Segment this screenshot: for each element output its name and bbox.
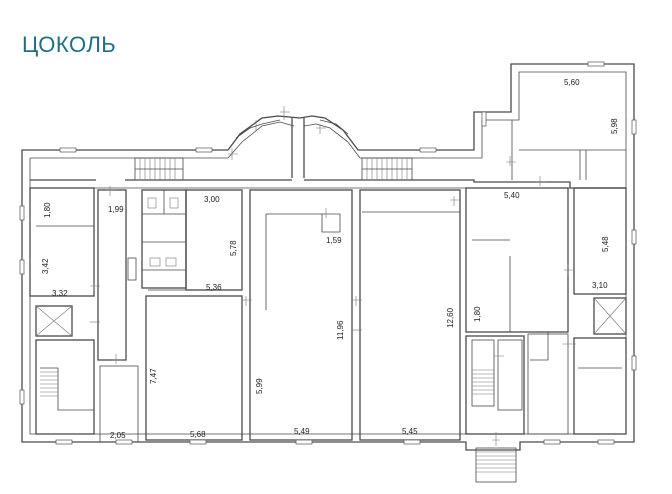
dim-7-47: 7,47 bbox=[149, 368, 158, 384]
dim-1-99: 1,99 bbox=[108, 205, 124, 214]
dim-3-42: 3,42 bbox=[41, 258, 50, 274]
stairs-right bbox=[361, 157, 413, 181]
dim-3-00: 3,00 bbox=[204, 195, 220, 204]
dim-5-48: 5,48 bbox=[601, 236, 610, 252]
dim-5-98: 5,98 bbox=[610, 118, 619, 134]
outer-walls bbox=[21, 63, 635, 451]
dim-1-80b: 1,80 bbox=[473, 306, 482, 322]
dim-5-78: 5,78 bbox=[229, 240, 238, 256]
dim-5-99: 5,99 bbox=[255, 378, 264, 394]
corridor bbox=[30, 120, 626, 189]
dim-5-49: 5,49 bbox=[294, 427, 310, 436]
dim-5-40: 5,40 bbox=[504, 191, 520, 200]
room-walls bbox=[29, 187, 627, 483]
dim-5-36: 5,36 bbox=[206, 283, 222, 292]
dim-3-32: 3.32 bbox=[52, 289, 68, 298]
dim-3-10: 3,10 bbox=[592, 281, 608, 290]
doors bbox=[90, 106, 576, 446]
dim-5-68: 5,68 bbox=[190, 430, 206, 439]
dim-1-80a: 1,80 bbox=[43, 202, 52, 218]
dimension-labels: 5,60 5,98 1,80 1,99 3,00 5,78 5,40 5,48 … bbox=[41, 78, 619, 440]
dim-2-05: 2,05 bbox=[110, 431, 126, 440]
page-title: ЦОКОЛЬ bbox=[22, 32, 117, 57]
windows bbox=[19, 61, 637, 445]
dim-12-60: 12,60 bbox=[446, 307, 455, 328]
stairs-left bbox=[134, 157, 184, 181]
dim-5-60: 5,60 bbox=[564, 78, 580, 87]
dim-5-45: 5,45 bbox=[402, 427, 418, 436]
dim-1-59: 1,59 bbox=[326, 236, 342, 245]
dim-11-96: 11,96 bbox=[336, 320, 345, 340]
